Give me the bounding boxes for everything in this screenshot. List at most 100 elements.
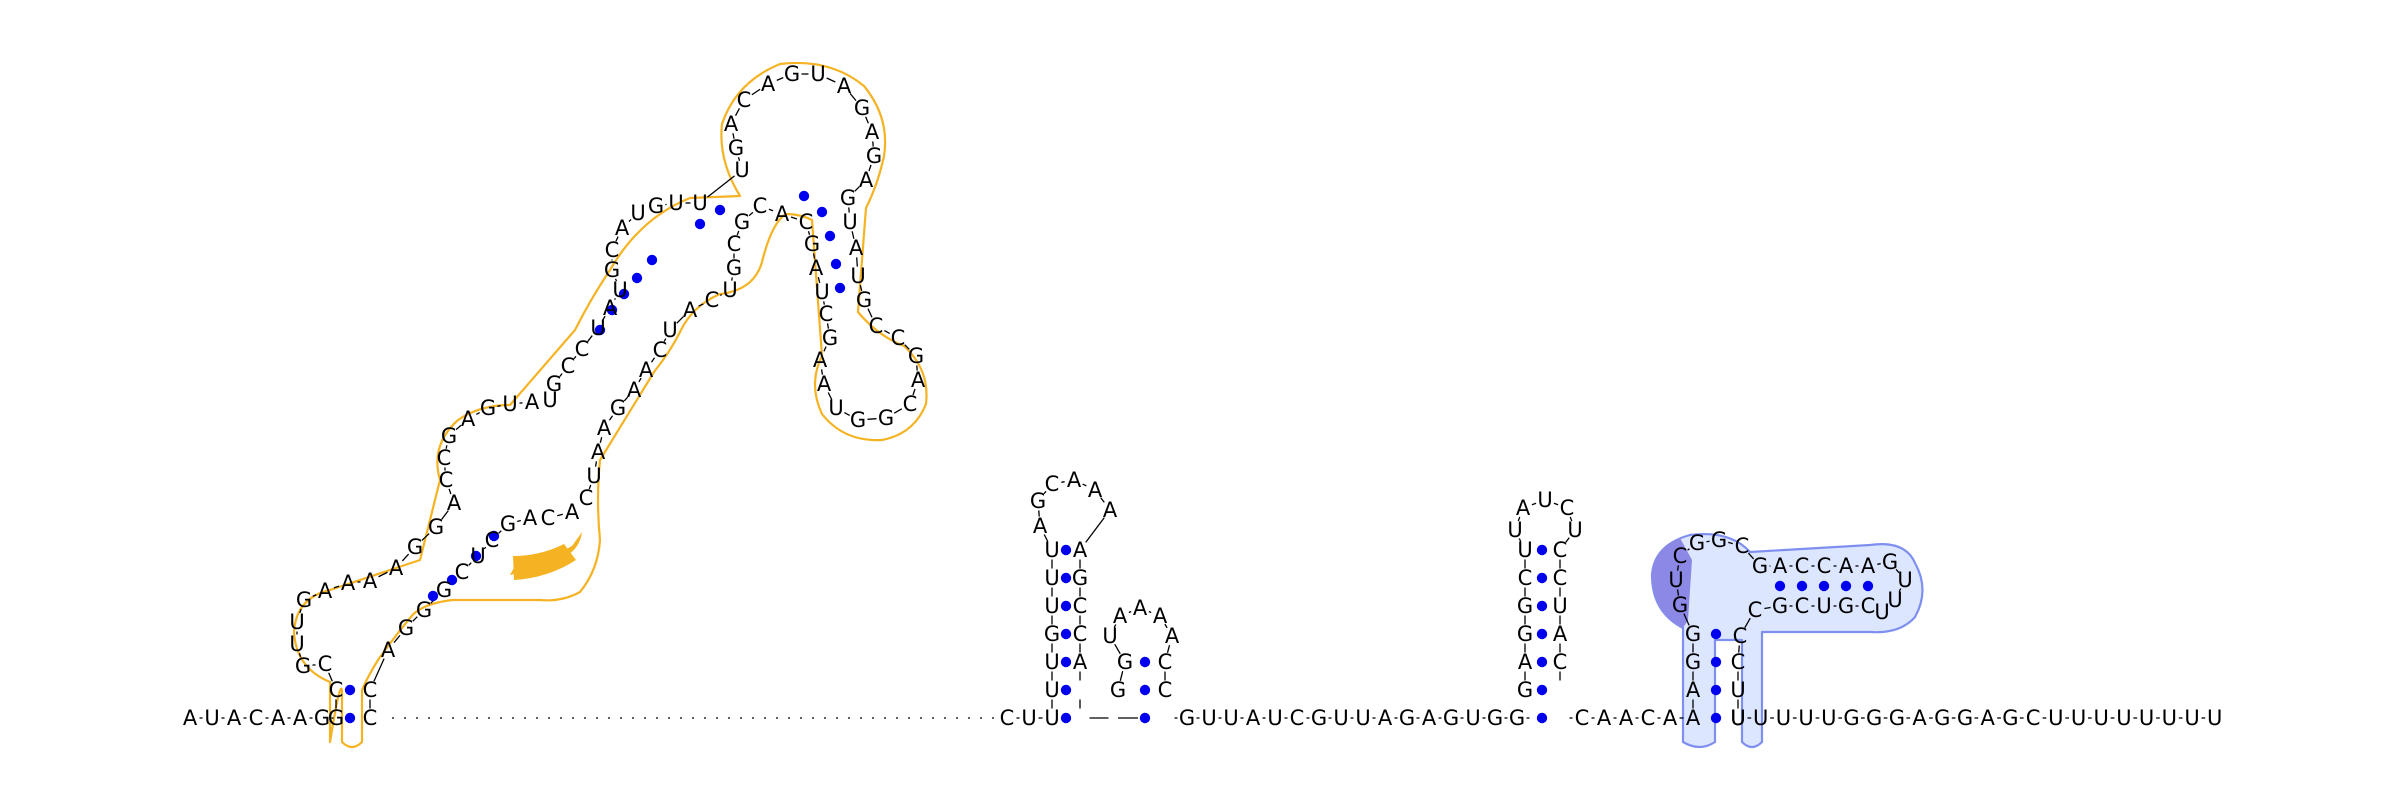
backbone-link xyxy=(1687,548,1690,551)
nucleotide: U xyxy=(1102,624,1117,648)
nucleotide: A xyxy=(849,236,864,260)
backbone-link xyxy=(468,562,472,566)
nucleotide: U xyxy=(2094,706,2109,730)
backbone-link xyxy=(623,396,629,402)
base-pair-dot xyxy=(824,230,836,242)
nucleotide: G xyxy=(1711,528,1727,552)
nucleotide: U xyxy=(612,278,627,302)
nucleotide: U xyxy=(1537,488,1552,512)
backbone-link xyxy=(856,257,858,267)
nucleotide: C xyxy=(1553,650,1568,674)
nucleotide: G xyxy=(856,288,872,312)
nucleotide: C xyxy=(439,468,454,492)
nucleotide: G xyxy=(1117,650,1133,674)
nucleotide: U xyxy=(1044,538,1059,562)
nucleotide: U xyxy=(542,388,557,412)
base-pair-dot xyxy=(830,258,842,270)
backbone-link xyxy=(1683,613,1690,626)
nucleotide: G xyxy=(1882,550,1898,574)
backbone-link xyxy=(378,571,388,578)
nucleotide: A xyxy=(1422,706,1437,730)
backbone-link xyxy=(719,294,723,296)
base-pair-dot xyxy=(488,530,500,542)
backbone-link xyxy=(790,216,798,220)
nucleotide: G xyxy=(296,588,312,612)
backbone-link xyxy=(663,338,667,342)
nucleotide: U xyxy=(630,201,645,225)
backbone-link xyxy=(1166,645,1171,653)
nucleotide: G xyxy=(295,654,311,678)
base-pair-dot xyxy=(1796,580,1808,592)
backbone-link xyxy=(698,303,704,307)
nucleotide: U xyxy=(590,316,605,340)
backbone-link xyxy=(1082,483,1087,487)
nucleotide: U xyxy=(1798,706,1813,730)
backbone-link xyxy=(1148,610,1152,614)
nucleotide: C xyxy=(437,446,452,470)
nucleotide: C xyxy=(485,528,500,552)
backbone-link xyxy=(1517,516,1521,522)
nucleotide: A xyxy=(1773,554,1788,578)
nucleotide: U xyxy=(1465,706,1480,730)
base-pair-dot xyxy=(594,324,606,336)
nucleotide: C xyxy=(561,354,576,378)
nucleotide: G xyxy=(878,406,894,430)
nucleotide: U xyxy=(1753,706,1768,730)
nucleotide: G xyxy=(822,326,838,350)
base-pair-dot xyxy=(816,206,828,218)
nucleotide: A xyxy=(1553,622,1568,646)
backbone-link xyxy=(1565,537,1570,543)
nucleotide: U xyxy=(2048,706,2063,730)
nucleotide: U xyxy=(814,280,829,304)
nucleotide: A xyxy=(1073,650,1088,674)
nucleotide: U xyxy=(289,610,304,634)
backbone-link xyxy=(776,77,784,81)
nucleotide: C xyxy=(891,326,906,350)
nucleotide: C xyxy=(541,506,556,530)
orange-domain-outline xyxy=(292,61,928,749)
backbone-link xyxy=(844,411,850,417)
nucleotide: G xyxy=(416,598,432,622)
nucleotide: U xyxy=(502,392,517,416)
nucleotide: C xyxy=(1748,598,1763,622)
nucleotide: G xyxy=(1110,678,1126,702)
backbone-link xyxy=(1061,481,1065,483)
backbone-link xyxy=(1895,568,1900,574)
nucleotide: C xyxy=(1518,566,1533,590)
backbone-link xyxy=(912,388,916,396)
nucleotide: G xyxy=(840,186,856,210)
nucleotide: C xyxy=(1731,650,1746,674)
nucleotide: G xyxy=(1866,706,1882,730)
nucleotide: G xyxy=(1934,706,1950,730)
backbone-link xyxy=(1128,610,1132,614)
nucleotide: C xyxy=(799,210,814,234)
nucleotide: U xyxy=(2162,706,2177,730)
nucleotide: C xyxy=(727,232,742,256)
nucleotide: A xyxy=(447,491,462,515)
nucleotide: A xyxy=(1103,498,1118,522)
base-pair-dot xyxy=(1060,600,1072,612)
nucleotide: G xyxy=(908,344,924,368)
nucleotide: U xyxy=(1044,594,1059,618)
nucleotide: A xyxy=(761,72,776,96)
nucleotide: A xyxy=(363,569,378,593)
nucleotide: C xyxy=(1641,706,1656,730)
nucleotide: A xyxy=(865,120,880,144)
base-pair-dot xyxy=(1710,684,1722,696)
backbone-link xyxy=(614,278,618,282)
nucleotide: G xyxy=(1689,531,1705,555)
nucleotide: C xyxy=(737,88,752,112)
nucleotide: A xyxy=(341,571,356,595)
nucleotide: C xyxy=(455,560,470,584)
orange-motif-highlight-fill xyxy=(513,544,576,580)
backbone-link xyxy=(573,355,577,360)
nucleotide: G xyxy=(866,144,882,168)
base-pair-dot xyxy=(646,254,658,266)
nucleotide: G xyxy=(1889,706,1905,730)
backbone-link xyxy=(615,236,619,242)
backbone-link xyxy=(807,230,811,236)
nucleotide: G xyxy=(398,616,414,640)
backbone-link xyxy=(445,445,448,449)
backbone-link xyxy=(734,108,741,116)
